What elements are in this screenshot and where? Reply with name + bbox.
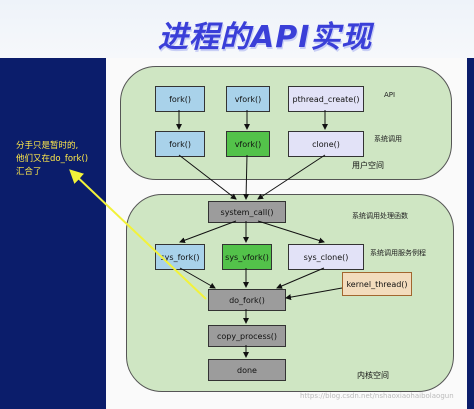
user-space-label: 用户空间 [352, 161, 384, 170]
note-line-2: 他们又在do_fork() [16, 154, 89, 164]
api-label: API [384, 91, 396, 99]
left-sidebar [0, 58, 106, 409]
user-space-region [120, 66, 452, 180]
syscall-handler-label: 系统调用处理函数 [352, 212, 408, 220]
copy-process-box: copy_process() [208, 325, 286, 347]
do-fork-box: do_fork() [208, 289, 286, 311]
system-call-box: system_call() [208, 201, 286, 223]
syscall-service-label: 系统调用服务例程 [370, 249, 426, 257]
syscall-label: 系统调用 [374, 135, 402, 143]
arrow-fork-to-systemcall [178, 154, 237, 200]
arrow-vfork-to-systemcall [243, 154, 250, 200]
kernel-thread-box: kernel_thread() [342, 272, 412, 296]
vfork-api-box: vfork() [226, 86, 270, 112]
arrow-kernelthread-to-dofork [285, 287, 343, 301]
arrow-systemcall-to-sysfork [179, 220, 237, 244]
annotation-note: 分手只是暂时的, 他们又在do_fork() 汇合了 [16, 140, 104, 179]
vfork-syscall-box: vfork() [226, 131, 270, 157]
arrow-sysclone-to-dofork [276, 267, 325, 289]
arrow-systemcall-to-sysclone [257, 220, 325, 244]
slide-title: 进程的API实现 [158, 20, 373, 55]
done-box: done [208, 359, 286, 381]
title-banner [0, 0, 474, 58]
right-sidebar [467, 58, 474, 409]
arrow-clone-to-systemcall [257, 154, 326, 200]
note-line-3: 汇合了 [16, 167, 42, 177]
fork-syscall-box: fork() [155, 131, 205, 157]
annotation-arrow [69, 169, 207, 300]
sys-fork-box: sys_fork() [155, 244, 205, 270]
pthread-create-box: pthread_create() [288, 86, 364, 112]
sys-clone-box: sys_clone() [288, 244, 364, 270]
fork-api-box: fork() [155, 86, 205, 112]
clone-box: clone() [288, 131, 364, 157]
kernel-space-label: 内核空间 [357, 371, 389, 380]
watermark: https://blog.csdn.net/nshaoxiaohaibolaog… [300, 392, 454, 400]
note-line-1: 分手只是暂时的, [16, 141, 79, 151]
arrow-sysfork-to-dofork [179, 267, 216, 289]
sys-vfork-box: sys_vfork() [222, 244, 272, 270]
